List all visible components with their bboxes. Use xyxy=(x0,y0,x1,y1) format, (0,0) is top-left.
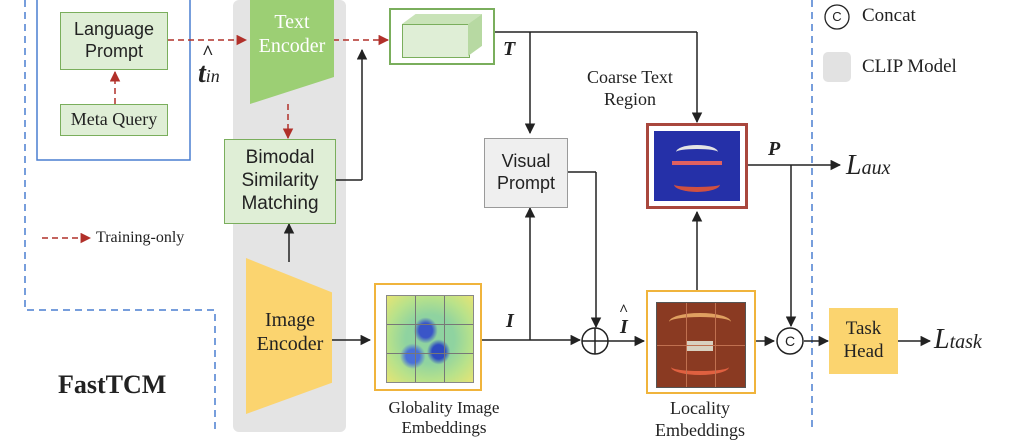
image-encoder-label: Image Encoder xyxy=(256,309,324,355)
task-head-box: Task Head xyxy=(829,308,898,374)
L-aux-label: Laux xyxy=(846,150,891,181)
text-embedding-cuboid-side xyxy=(468,14,482,56)
legend-concat-symbol: C xyxy=(832,9,842,25)
coarse-text-region-label: Coarse Text Region xyxy=(587,67,673,109)
concat-node: C xyxy=(784,332,796,349)
I-hat-label: ^ I xyxy=(619,302,629,338)
meta-query-box: Meta Query xyxy=(60,104,168,136)
inner-blue-box xyxy=(36,0,191,161)
locality-caption: Locality Embeddings xyxy=(655,398,745,440)
visual-prompt-box: Visual Prompt xyxy=(484,138,568,208)
globality-heatmap xyxy=(386,295,474,383)
fasttcm-title: FastTCM xyxy=(58,370,167,399)
legend-concat-label: Concat xyxy=(862,5,916,26)
coarse-map-image xyxy=(654,131,740,201)
T-label: T xyxy=(503,38,516,60)
diagram-lines xyxy=(24,0,932,432)
language-prompt-box: Language Prompt xyxy=(60,12,168,70)
legend-training-only-label: Training-only xyxy=(96,229,185,246)
text-encoder-label: Text Encoder xyxy=(258,11,326,57)
text-embedding-cuboid xyxy=(402,24,470,58)
globality-caption: Globality Image Embeddings xyxy=(388,398,500,438)
locality-heatmap xyxy=(656,302,746,388)
t-in-label: ^ tin xyxy=(198,42,220,89)
I-label: I xyxy=(506,310,514,332)
bimodal-similarity-matching-box: Bimodal Similarity Matching xyxy=(224,139,336,224)
text-embedding-cuboid-top xyxy=(402,14,482,24)
L-task-label: Ltask xyxy=(934,324,982,355)
legend-clip-label: CLIP Model xyxy=(862,56,957,77)
legend-clip-swatch xyxy=(823,52,851,82)
P-label: P xyxy=(768,138,781,160)
